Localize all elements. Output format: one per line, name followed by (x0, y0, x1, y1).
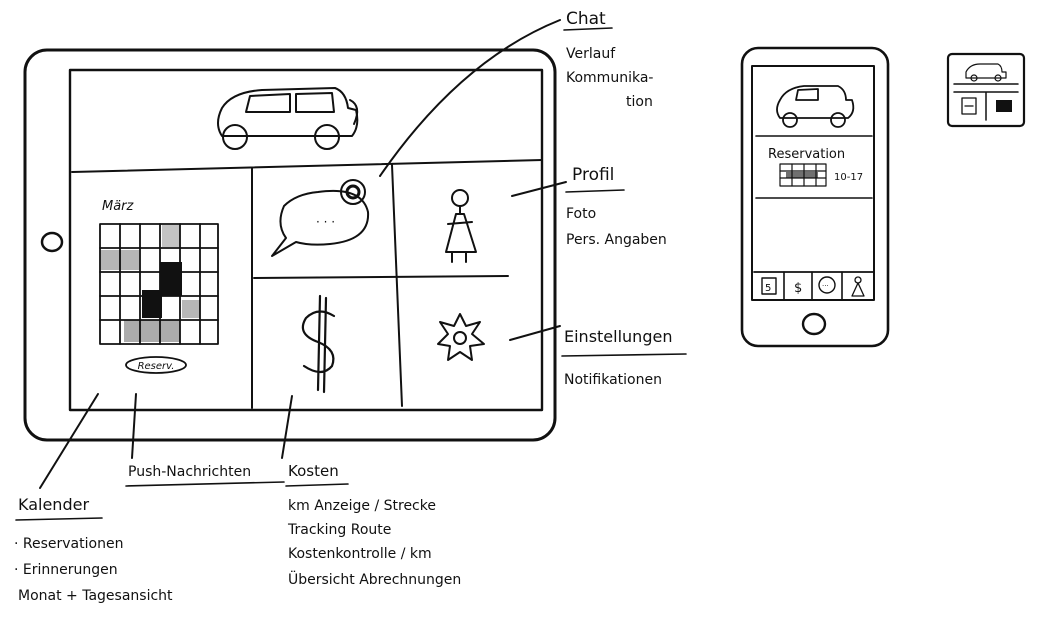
annotation-kalender-line-1: · Reservationen (14, 536, 123, 552)
annotation-kosten-line-1: km Anzeige / Strecke (288, 498, 436, 514)
speech-bubble-icon (271, 189, 370, 257)
annotation-profil-line-1: Foto (566, 206, 596, 222)
annotation-chat-line-3: tion (626, 94, 653, 110)
calendar-widget[interactable]: März Reserv. (99, 199, 219, 374)
chat-tile[interactable]: · · · (271, 179, 370, 257)
annotation-kalender: Kalender · Reservationen · Erinnerungen … (14, 495, 173, 604)
calendar-month-label: März (102, 199, 135, 214)
settings-tile[interactable] (437, 313, 485, 361)
annotation-kalender-line-2: · Erinnerungen (14, 562, 118, 578)
annotation-leaders (39, 19, 567, 489)
annotation-push-title: Push-Nachrichten (128, 464, 251, 480)
tablet-device: März Reserv. · · · (23, 48, 557, 442)
annotation-kosten-line-4: Übersicht Abrechnungen (288, 570, 461, 588)
annotation-kosten-title: Kosten (288, 462, 339, 480)
notification-badge-icon (340, 179, 366, 205)
annotation-kalender-title: Kalender (18, 495, 89, 514)
phone-reservation-time: 10-17 (834, 172, 863, 183)
phone-tab-bar: 5 $ ··· (753, 271, 875, 301)
tab-dollar-icon[interactable]: $ (794, 281, 802, 296)
watch-device (946, 52, 1026, 128)
gear-icon (437, 313, 485, 361)
annotation-profil: Profil Foto Pers. Angaben (565, 165, 667, 248)
annotation-kalender-line-3: Monat + Tagesansicht (18, 588, 173, 604)
svg-text:5: 5 (765, 283, 771, 294)
person-icon (445, 189, 477, 263)
annotation-chat-line-2: Kommunika- (566, 70, 653, 86)
annotation-einstellungen: Einstellungen Notifikationen (561, 327, 687, 388)
reserve-button-label: Reserv. (138, 361, 175, 372)
phone-home-button[interactable] (801, 312, 827, 336)
reserve-button[interactable]: Reserv. (125, 356, 187, 374)
tab-chat-icon[interactable]: ··· (818, 276, 836, 294)
tablet-home-button[interactable] (40, 231, 64, 253)
annotation-profil-line-2: Pers. Angaben (566, 232, 667, 248)
phone-device: Reservation 10-17 5 $ ··· (740, 46, 890, 348)
calendar-marked-days (101, 225, 200, 342)
annotation-einstellungen-title: Einstellungen (564, 327, 672, 346)
phone-reservation-card[interactable]: Reservation 10-17 (768, 147, 863, 187)
car-icon (217, 87, 359, 150)
annotation-chat-title: Chat (566, 9, 606, 29)
ellipsis-icon: · · · (316, 215, 335, 229)
costs-tile[interactable] (301, 294, 336, 394)
annotation-chat-line-1: Verlauf (566, 46, 616, 62)
svg-text:···: ··· (822, 282, 829, 290)
watch-car-icon (965, 63, 1007, 82)
tab-calendar-icon[interactable]: 5 (761, 277, 777, 295)
dollar-icon (301, 294, 336, 394)
annotation-einstellungen-line-1: Notifikationen (564, 372, 662, 388)
annotation-push: Push-Nachrichten (125, 464, 285, 487)
annotation-kosten-line-2: Tracking Route (287, 522, 391, 538)
phone-mini-calendar (779, 163, 827, 187)
profile-tile[interactable] (445, 189, 477, 263)
annotation-kosten-line-3: Kostenkontrolle / km (288, 546, 432, 562)
phone-reservation-label: Reservation (768, 147, 845, 162)
annotation-profil-title: Profil (572, 165, 614, 185)
calendar-grid (99, 223, 219, 345)
watch-car-front-icon[interactable] (996, 100, 1012, 112)
annotation-kosten: Kosten km Anzeige / Strecke Tracking Rou… (285, 462, 461, 588)
phone-car-icon (776, 85, 855, 128)
tab-profile-icon[interactable] (851, 276, 865, 297)
watch-calendar-icon[interactable] (961, 97, 977, 115)
annotation-chat: Chat Verlauf Kommunika- tion (563, 9, 653, 110)
